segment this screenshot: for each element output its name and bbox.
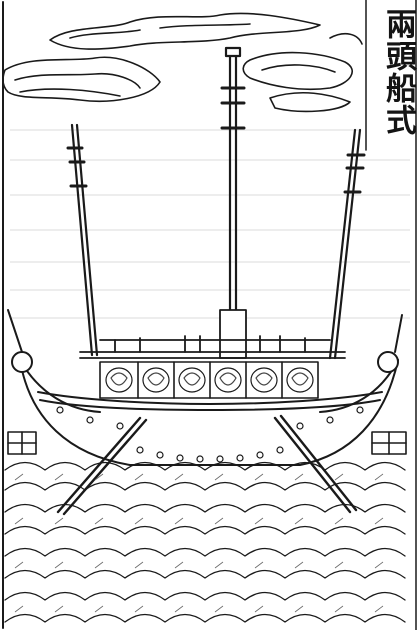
side-flags [7, 431, 407, 455]
shield-emblem [214, 367, 242, 393]
deck-railing [79, 335, 346, 359]
ship-hull [7, 309, 403, 466]
clouds [2, 12, 363, 113]
wave-hatching [14, 473, 384, 613]
waves [4, 461, 406, 623]
shield-panel-row [99, 361, 319, 399]
shield-emblem [286, 367, 314, 393]
shield-emblems [105, 367, 314, 393]
shield-emblem [250, 367, 278, 393]
caption-title: 兩頭船式 [380, 8, 416, 136]
masts [66, 46, 366, 360]
shield-emblem [142, 367, 170, 393]
shield-emblem [105, 367, 133, 393]
hull-rivets [56, 406, 364, 463]
shield-emblem [178, 367, 206, 393]
oars [56, 414, 358, 516]
